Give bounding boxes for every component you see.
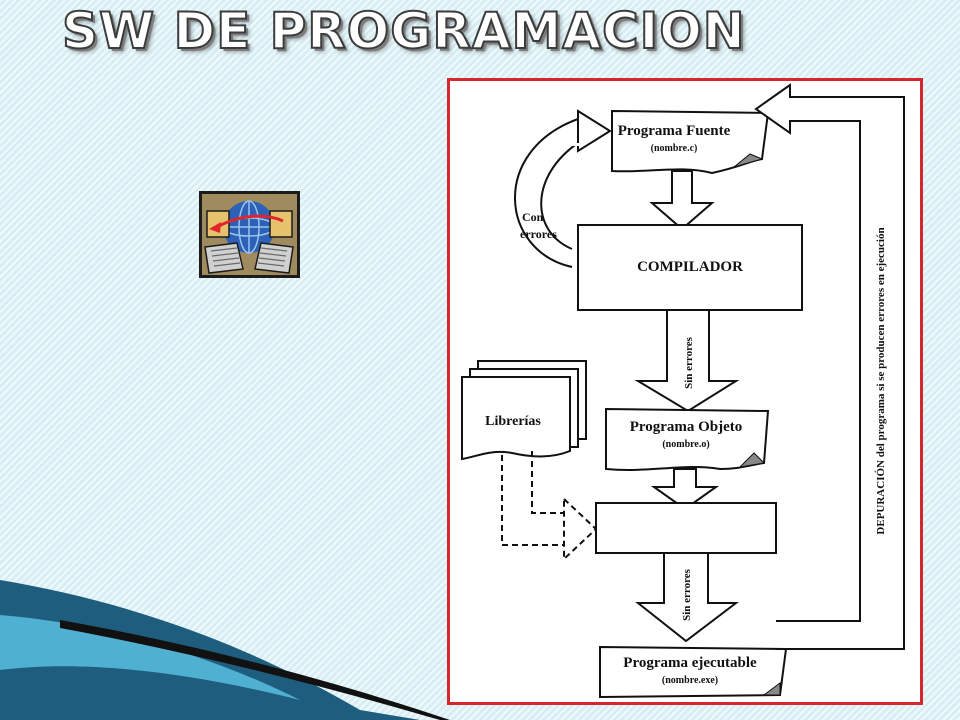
debug-label: DEPURACIÓN del programa si se producen e… bbox=[875, 227, 887, 534]
no-errors-label-2: Sin errores bbox=[681, 568, 693, 621]
object-program-document: Programa Objeto (nombre.o) bbox=[605, 407, 770, 471]
libraries-documents: Librerías bbox=[461, 360, 587, 461]
slide-title: SW DE PROGRAMACION bbox=[61, 1, 746, 61]
error-loop-label-line2: errores bbox=[520, 227, 557, 241]
dashed-library-arrow bbox=[501, 451, 598, 562]
compiler-label: COMPILADOR bbox=[637, 259, 743, 275]
debug-feedback-arrow bbox=[754, 83, 905, 650]
error-loop-label-line1: Con bbox=[522, 210, 544, 224]
compilation-flow-diagram: Programa Fuente (nombre.c) Con errores C… bbox=[461, 83, 905, 699]
bottom-swoosh-decoration bbox=[0, 580, 450, 720]
object-program-filename: (nombre.o) bbox=[662, 439, 709, 450]
network-computers-globe-icon bbox=[199, 191, 300, 278]
error-loop-arrow bbox=[514, 109, 612, 268]
arrow-compiler-to-object: Sin errores bbox=[634, 309, 740, 413]
compilation-diagram-frame: Programa Fuente (nombre.c) Con errores C… bbox=[447, 78, 923, 705]
object-program-title: Programa Objeto bbox=[630, 419, 743, 435]
executable-program-filename: (nombre.exe) bbox=[662, 675, 718, 686]
arrow-linker-to-executable: Sin errores bbox=[635, 552, 739, 643]
arrow-object-to-linker bbox=[650, 468, 720, 511]
source-program-title: Programa Fuente bbox=[618, 123, 731, 139]
arrow-source-to-compiler bbox=[649, 170, 715, 231]
source-program-document: Programa Fuente (nombre.c) bbox=[611, 109, 770, 175]
compiler-box: COMPILADOR bbox=[577, 224, 803, 311]
source-program-filename: (nombre.c) bbox=[651, 143, 698, 154]
no-errors-label-1: Sin errores bbox=[683, 336, 695, 389]
linker-box bbox=[595, 502, 777, 554]
executable-program-document: Programa ejecutable (nombre.exe) bbox=[599, 645, 788, 699]
executable-program-title: Programa ejecutable bbox=[623, 655, 757, 671]
libraries-label: Librerías bbox=[485, 414, 541, 429]
